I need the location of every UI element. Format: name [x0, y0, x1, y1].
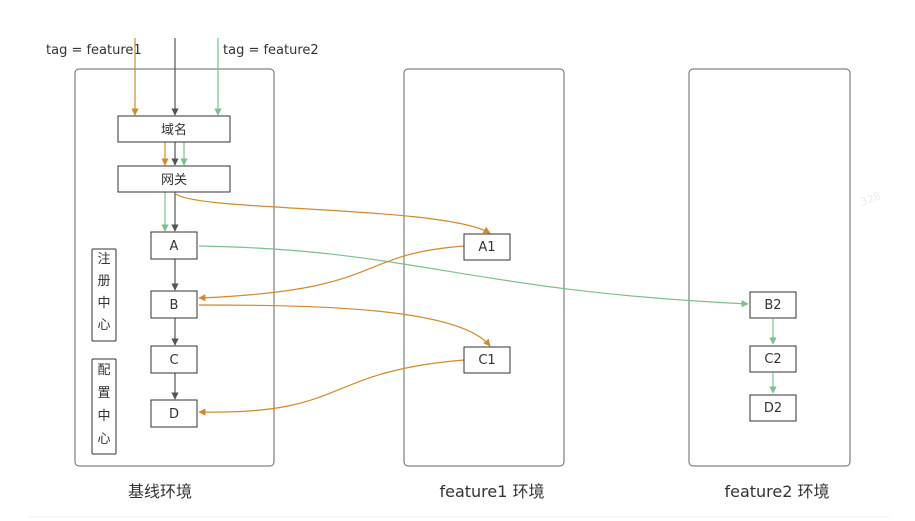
config-char-4: 心 — [97, 432, 110, 447]
node-d2-box — [749, 394, 797, 422]
feature2-environment-label: feature2 环境 — [724, 482, 829, 501]
edge-a1-b — [198, 245, 465, 302]
node-d2-label: D2 — [764, 401, 782, 416]
node-c1-label: C1 — [478, 353, 495, 368]
node-c-label: C — [169, 353, 178, 368]
node-c-box — [150, 345, 198, 374]
node-c2-box — [749, 345, 797, 373]
config-char-1: 配 — [97, 363, 110, 378]
config-char-3: 中 — [97, 409, 110, 424]
gateway-node-label: 网关 — [161, 173, 187, 188]
node-b2-label: B2 — [764, 298, 781, 313]
gateway-node-box — [117, 165, 231, 193]
edge-b-c1 — [198, 304, 491, 347]
node-c2-label: C2 — [764, 352, 781, 367]
domain-node-box — [117, 115, 231, 143]
node-b-box — [150, 290, 198, 319]
registry-char-4: 心 — [97, 318, 110, 333]
feature1-environment-box — [403, 68, 565, 467]
registry-char-3: 中 — [97, 296, 110, 311]
config-center-box — [91, 358, 117, 455]
registry-char-2: 册 — [97, 274, 110, 289]
node-c1-box — [463, 346, 511, 374]
node-a1-box — [463, 233, 511, 261]
domain-node-label: 域名 — [161, 122, 187, 138]
tag-feature2-label: tag = feature2 — [223, 43, 319, 58]
base-environment-label: 基线环境 — [128, 482, 192, 501]
registry-center-box — [91, 248, 117, 342]
config-char-2: 置 — [97, 386, 110, 401]
edge-gateway-a1 — [174, 192, 491, 234]
node-a1-label: A1 — [478, 240, 495, 255]
node-b-label: B — [170, 298, 179, 313]
node-a-label: A — [170, 239, 179, 254]
edge-a-b2 — [198, 245, 749, 308]
node-b2-box — [749, 291, 797, 319]
node-d-box — [150, 399, 198, 428]
feature2-environment-box — [688, 68, 851, 467]
registry-char-1: 注 — [97, 252, 110, 267]
feature1-environment-label: feature1 环境 — [439, 482, 544, 501]
watermark-text: 328 — [859, 189, 883, 208]
edge-c1-d — [198, 359, 465, 416]
node-d-label: D — [169, 407, 179, 422]
tag-feature1-label: tag = feature1 — [46, 43, 142, 58]
node-a-box — [150, 231, 198, 260]
